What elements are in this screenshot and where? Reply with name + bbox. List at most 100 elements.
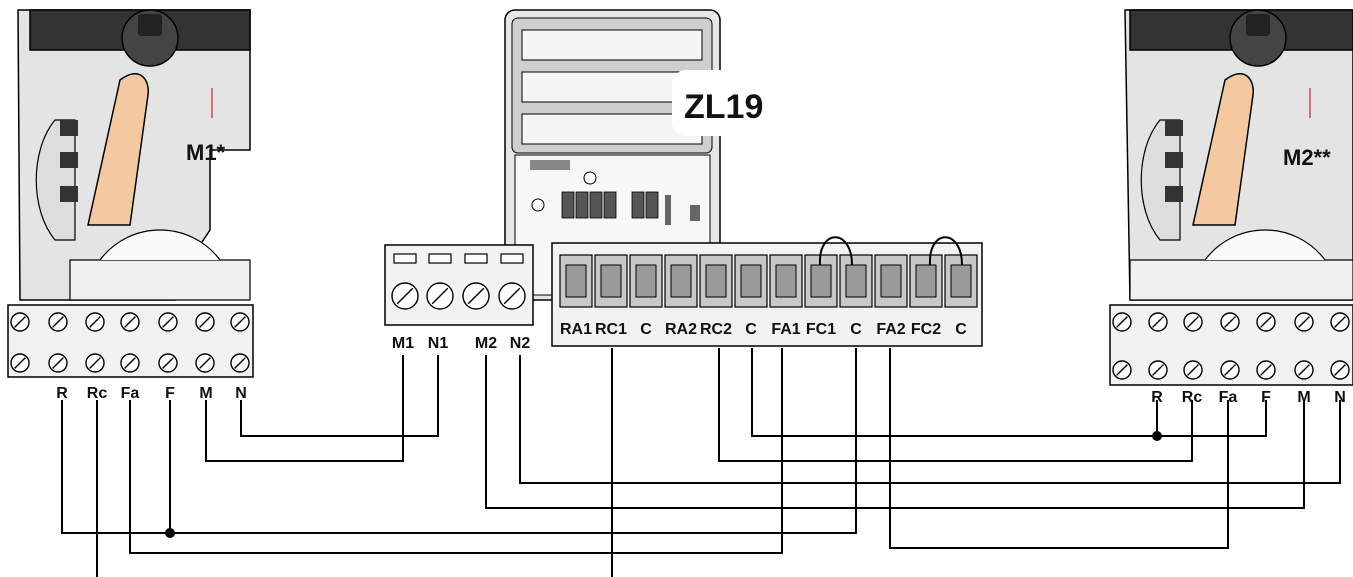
motor-right-screw-bottom-slot (1298, 364, 1310, 376)
limit-terminal-label: C (955, 321, 967, 338)
motor-right-screw-bottom-slot (1152, 364, 1164, 376)
limit-terminal-cell (944, 254, 978, 308)
limit-terminal-label: RA1 (560, 321, 592, 338)
vent-slot (521, 113, 703, 145)
motor-right-screw-top-slot (1334, 316, 1346, 328)
motor-left-screw-bottom-slot (14, 357, 26, 369)
junction-left (165, 528, 175, 538)
motor-right-screw-top-slot (1116, 316, 1128, 328)
motor-left-screw-bottom-slot (234, 357, 246, 369)
motor-left-screw-top-slot (52, 316, 64, 328)
mid-terminal-screw-slot (467, 287, 485, 305)
wire-m-m1 (205, 355, 404, 462)
limit-terminal-screw (915, 264, 937, 298)
motor-right-terminal-label: F (1261, 389, 1271, 406)
motor-left-terminal-label: Rc (87, 385, 108, 402)
relay (603, 191, 617, 219)
motor-left-screw-top-slot (234, 316, 246, 328)
motor-right-screw-bottom-slot (1116, 364, 1128, 376)
motor-right-window (1192, 73, 1254, 226)
motor-right-screw-top-slot (1298, 316, 1310, 328)
motor-right-terminal-label: Fa (1219, 389, 1238, 406)
limit-terminal-label: RC1 (595, 321, 627, 338)
board-header (665, 195, 671, 225)
wire-c-r (751, 348, 1267, 437)
motor-left-screw-bottom-slot (124, 357, 136, 369)
limit-terminal-label: FC1 (806, 321, 836, 338)
motor-left-screw-bottom-slot (52, 357, 64, 369)
motor-right-terminal-label: R (1151, 389, 1163, 406)
motor-left-slot-plate (35, 119, 76, 241)
motor-left-screw-top-slot (124, 316, 136, 328)
motor-right-screw-bottom-slot (1260, 364, 1272, 376)
motor-right-slot-plate (1140, 119, 1181, 241)
motor-right-slot (1165, 152, 1183, 168)
limit-terminal-label: C (640, 321, 652, 338)
motor-right-screw-top-slot (1224, 316, 1236, 328)
motor-left-slot (60, 186, 78, 202)
relay (575, 191, 589, 219)
terminal-slot (393, 253, 417, 264)
board-trimmer (583, 171, 597, 185)
motor-left-terminal-label: M (199, 385, 212, 402)
motor-right-base (1129, 259, 1353, 301)
motor-right-screw-bottom-slot (1334, 364, 1346, 376)
motor-left-screw-top-slot (199, 316, 211, 328)
mid-terminal-label: M2 (475, 335, 497, 352)
motor-right-screw-bottom-slot (1224, 364, 1236, 376)
terminal-slot (464, 253, 488, 264)
motor-left-screw-bottom-slot (162, 357, 174, 369)
junction-right (1152, 431, 1162, 441)
relay (589, 191, 603, 219)
limit-terminal-screw (845, 264, 867, 298)
motor-left-base (69, 259, 251, 301)
wire-rc2-rc (718, 348, 1193, 462)
wire-fa2-fa (889, 348, 1229, 549)
motor-left-terminal-label: F (165, 385, 175, 402)
limit-terminal-label: RA2 (665, 321, 697, 338)
motor-left-screw-top-slot (14, 316, 26, 328)
motor-left-knob (121, 9, 179, 67)
limit-terminal-screw (775, 264, 797, 298)
motor-right-screw-top-slot (1152, 316, 1164, 328)
jumper-fc1-c (818, 236, 853, 266)
terminal-slot (500, 253, 524, 264)
limit-terminal-screw (600, 264, 622, 298)
motor-right-slot (1165, 120, 1183, 136)
limit-terminal-screw (880, 264, 902, 298)
motor-right-terminal-label: M (1297, 389, 1310, 406)
motor-left-name: M1* (186, 140, 226, 165)
motor-right-slot (1165, 186, 1183, 202)
limit-terminal-screw (740, 264, 762, 298)
limit-terminal-screw (950, 264, 972, 298)
motor-right-screw-top-slot (1187, 316, 1199, 328)
limit-terminal-label: C (745, 321, 757, 338)
board-header (690, 205, 700, 221)
relay (645, 191, 659, 219)
motor-left-terminal-label: N (235, 385, 247, 402)
motor-left-screw-top-slot (162, 316, 174, 328)
motor-left-terminal-label: R (56, 385, 68, 402)
motor-right-terminal-label: Rc (1182, 389, 1203, 406)
motor-right-name: M2** (1283, 145, 1331, 170)
motor-left-slot (60, 120, 78, 136)
relay (561, 191, 575, 219)
motor-left-screw-bottom-slot (199, 357, 211, 369)
wire-m2-m (485, 355, 1305, 509)
limit-terminal-screw (670, 264, 692, 298)
wire-fa-fa1 (129, 348, 783, 554)
wire-n-n1 (240, 355, 439, 437)
mid-terminal-label: N1 (428, 335, 449, 352)
motor-right-knob (1229, 9, 1287, 67)
limit-terminal-label: FA2 (876, 321, 905, 338)
wiring (61, 348, 1341, 577)
relay (631, 191, 645, 219)
jumper-fc2-c (928, 236, 963, 266)
motor-left-window (87, 73, 149, 226)
limit-terminal-screw (635, 264, 657, 298)
limit-terminal-label: RC2 (700, 321, 732, 338)
terminal-slot (428, 253, 452, 264)
motor-right-screw-bottom-slot (1187, 364, 1199, 376)
